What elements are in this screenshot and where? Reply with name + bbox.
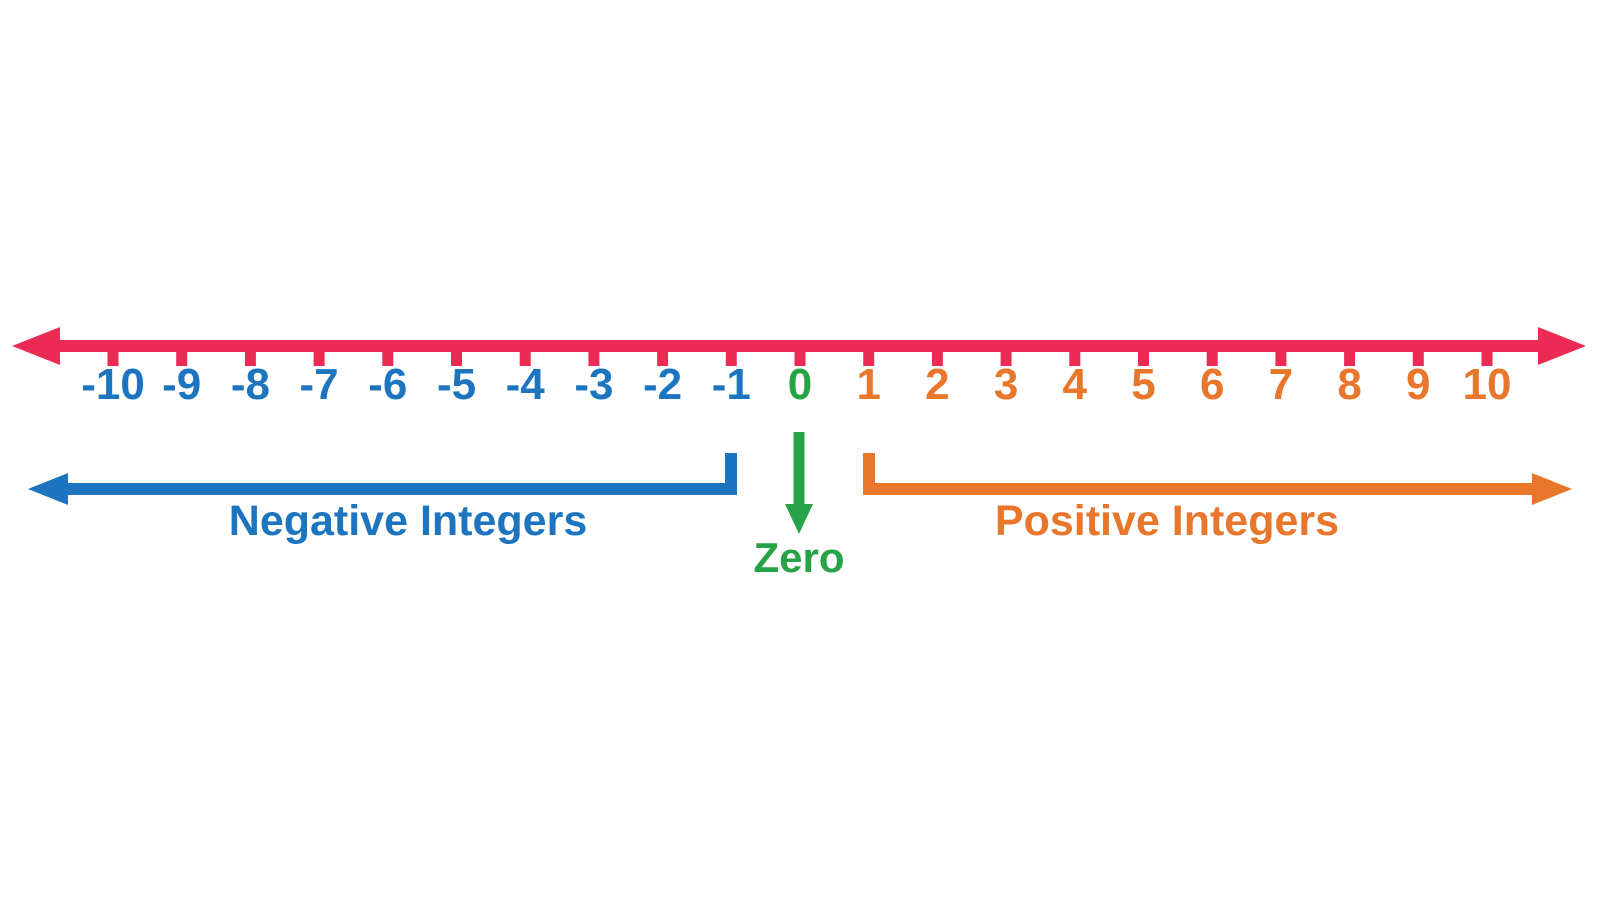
number-label-3: 3 (993, 360, 1019, 409)
negative-range-bracket (64, 453, 737, 495)
number-label--5: -5 (436, 360, 477, 409)
number-label--8: -8 (230, 360, 270, 409)
number-label--3: -3 (574, 360, 614, 409)
number-label-5: 5 (1131, 360, 1156, 409)
tick--6 (382, 340, 394, 366)
tick-2 (931, 340, 943, 366)
number-label-4: 4 (1062, 360, 1088, 409)
axis-right-arrowhead-icon (1538, 327, 1586, 365)
zero-arrowhead-icon (785, 504, 813, 534)
tick--4 (519, 340, 531, 366)
tick--9 (176, 340, 188, 366)
tick--2 (657, 340, 669, 366)
number-label--10: -10 (81, 360, 145, 409)
tick--1 (725, 340, 737, 366)
tick-10 (1481, 340, 1493, 366)
number-label-2: 2 (925, 360, 950, 409)
number-label-6: 6 (1199, 360, 1225, 409)
number-label-7: 7 (1268, 360, 1294, 409)
zero-label: Zero (753, 534, 845, 581)
tick--5 (451, 340, 462, 366)
tick-0 (794, 340, 806, 366)
positive-arrowhead-icon (1532, 473, 1572, 505)
tick--8 (244, 340, 256, 366)
tick-3 (1000, 340, 1012, 366)
positive-range-bracket (863, 453, 1536, 495)
tick-marks (107, 340, 1493, 366)
number-label-9: 9 (1406, 360, 1431, 409)
tick-1 (863, 340, 875, 366)
number-label--6: -6 (368, 360, 408, 409)
negative-arrowhead-icon (28, 473, 68, 505)
tick-4 (1069, 340, 1081, 366)
tick-7 (1275, 340, 1287, 366)
number-label--2: -2 (643, 360, 683, 409)
number-label--9: -9 (162, 360, 202, 409)
tick-8 (1344, 340, 1356, 366)
number-label--4: -4 (505, 360, 545, 409)
zero-arrow-shaft (793, 432, 805, 506)
negative-integers-label: Negative Integers (228, 497, 588, 545)
number-label-0: 0 (787, 360, 813, 409)
tick--7 (313, 340, 325, 366)
number-label-10: 10 (1462, 360, 1512, 409)
number-label-1: 1 (856, 360, 881, 409)
tick--10 (107, 340, 119, 366)
tick-9 (1412, 340, 1424, 366)
positive-integers-label: Positive Integers (994, 497, 1340, 545)
number-label--7: -7 (299, 360, 339, 409)
axis-left-arrowhead-icon (12, 327, 60, 365)
tick-6 (1206, 340, 1218, 366)
tick--3 (588, 340, 600, 366)
number-label--1: -1 (711, 360, 751, 409)
number-label-8: 8 (1337, 360, 1362, 409)
tick-5 (1138, 340, 1149, 366)
